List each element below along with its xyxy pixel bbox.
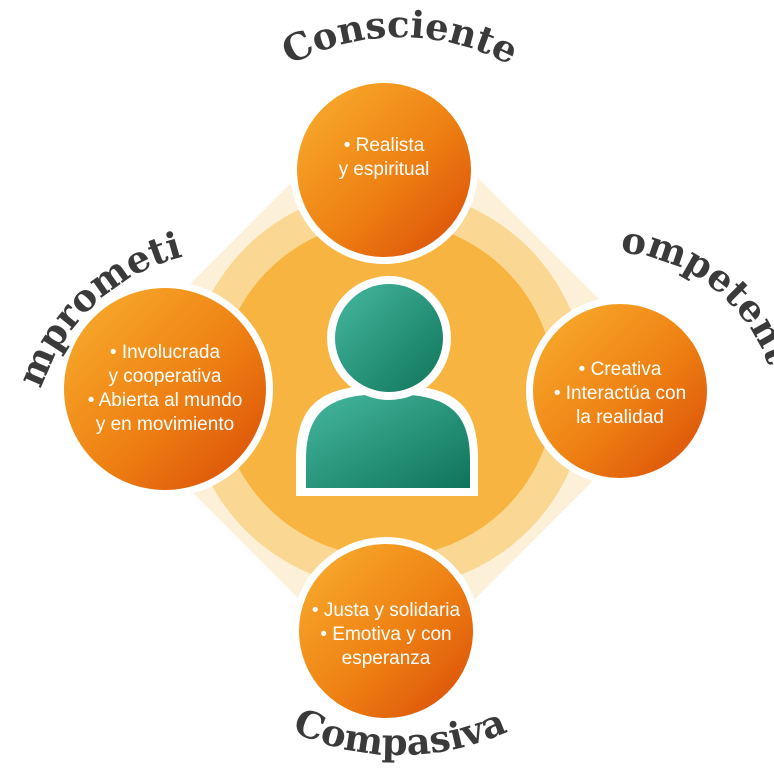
node-top-text: • Realista y espiritual [289, 134, 479, 182]
node-bottom-line-3: esperanza [341, 648, 431, 669]
node-left-line-1: • Involucrada [109, 342, 221, 363]
node-right-line-1: • Creativa [578, 359, 662, 380]
title-top-label: Consciente [275, 2, 526, 73]
node-right-text: • Creativa • Interactúa con la realidad [525, 358, 715, 430]
person-icon [296, 276, 478, 496]
node-bottom-text: • Justa y solidaria • Emotiva y con espe… [291, 599, 481, 671]
node-left-line-2: y cooperativa [108, 366, 222, 387]
node-left [57, 281, 273, 497]
node-right-line-2: • Interactúa con [553, 383, 687, 404]
node-bottom-line-1: • Justa y solidaria [311, 600, 461, 621]
node-top [290, 76, 478, 264]
node-top-line-1: • Realista [343, 135, 425, 156]
node-right-line-3: la realidad [576, 407, 664, 428]
node-left-text: • Involucrada y cooperativa • Abierta al… [60, 341, 270, 437]
node-bottom-line-2: • Emotiva y con [320, 624, 452, 645]
node-top-line-2: y espiritual [338, 159, 430, 180]
node-left-line-4: y en movimiento [95, 414, 235, 435]
node-left-line-3: • Abierta al mundo [87, 390, 243, 411]
node-bottom [292, 537, 480, 725]
node-right [526, 297, 714, 485]
